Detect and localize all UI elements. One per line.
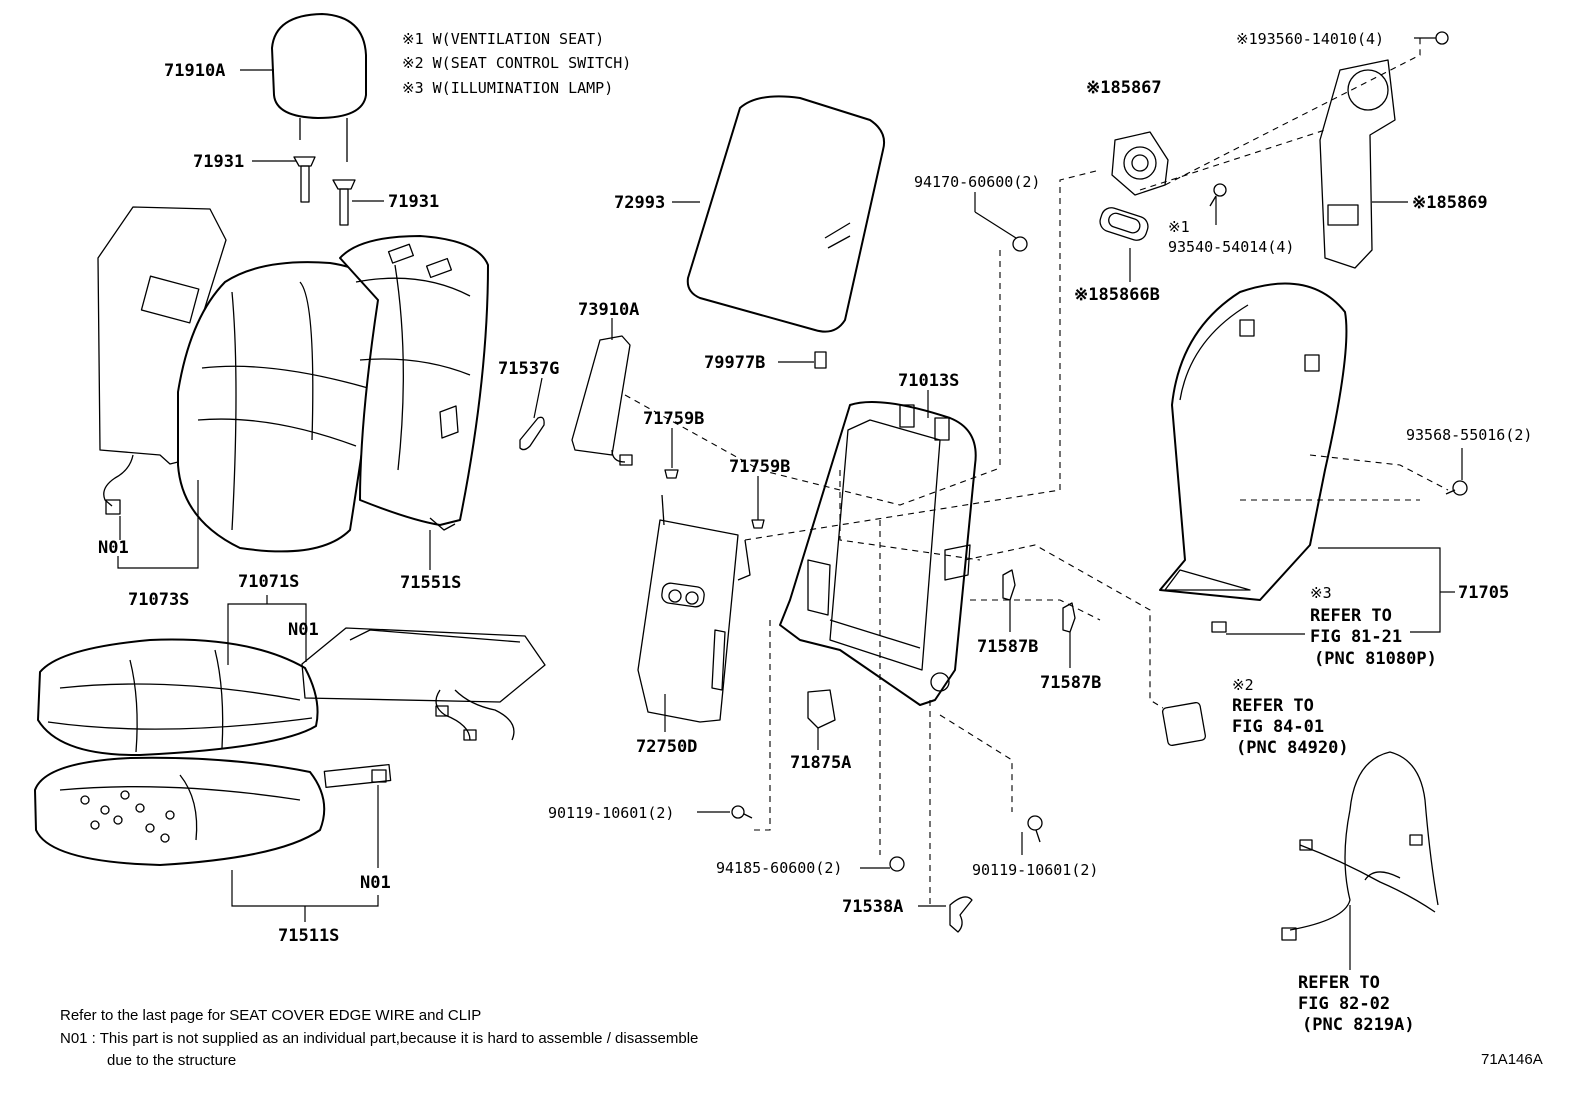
nut-shape <box>1012 236 1028 252</box>
clip-71587B-shape <box>1002 569 1016 601</box>
n01-label: N01 <box>288 620 319 640</box>
ref-refer-to: REFER TO <box>1310 606 1392 626</box>
seatback-cover-shape <box>339 235 489 531</box>
part-label-93568-55016[interactable]: 93568-55016(2) <box>1406 426 1532 444</box>
n01-label: N01 <box>98 538 129 558</box>
seat-heater-mat-shape <box>301 627 546 741</box>
ref-fig-82-02[interactable]: FIG 82-02 <box>1298 994 1390 1014</box>
assembly-dashed-lines <box>624 38 1449 905</box>
ref-refer-to: REFER TO <box>1232 696 1314 716</box>
trim-clip-shape <box>519 416 545 451</box>
leader-lines <box>117 37 1463 970</box>
bolt-shape <box>1445 480 1468 496</box>
part-label-72993[interactable]: 72993 <box>614 193 665 213</box>
part-label-71931[interactable]: 71931 <box>388 192 439 212</box>
seatback-back-panel-shape <box>1159 282 1348 633</box>
part-label-71931[interactable]: 71931 <box>193 152 244 172</box>
headrest-shape <box>271 13 367 162</box>
note-n01-structure: due to the structure <box>107 1052 236 1069</box>
bolt-shape <box>1027 815 1043 843</box>
ref-refer-to: REFER TO <box>1298 973 1380 993</box>
legend-seat-control-switch: ※2 W(SEAT CONTROL SWITCH) <box>402 54 631 72</box>
ref-illumination-mark: ※3 <box>1310 584 1332 602</box>
part-label-73910A[interactable]: 73910A <box>578 300 639 320</box>
legend-ventilation-seat: ※1 W(VENTILATION SEAT) <box>402 30 604 48</box>
bracket-71875A-shape <box>807 689 836 729</box>
part-label-71551S[interactable]: 71551S <box>400 573 461 593</box>
part-label-71759B[interactable]: 71759B <box>643 409 704 429</box>
ref-switch-mark: ※2 <box>1232 676 1254 694</box>
part-label-71587B[interactable]: 71587B <box>977 637 1038 657</box>
ref-fig-81-21[interactable]: FIG 81-21 <box>1310 627 1402 647</box>
part-label-71910A[interactable]: 71910A <box>164 61 225 81</box>
part-label-90119-10601[interactable]: 90119-10601(2) <box>548 804 674 822</box>
part-label-71875A[interactable]: 71875A <box>790 753 851 773</box>
ref-pnc-81080p: (PNC 81080P) <box>1314 649 1437 669</box>
part-label-94185-60600[interactable]: 94185-60600(2) <box>716 859 842 877</box>
seat-switch-shape <box>1161 701 1207 747</box>
part-label-93540-54014[interactable]: 93540-54014(4) <box>1168 238 1294 256</box>
part-label-71759B[interactable]: 71759B <box>729 457 790 477</box>
part-label-185869[interactable]: ※185869 <box>1412 193 1488 213</box>
clip-79977B-shape <box>814 351 827 369</box>
part-label-71071S[interactable]: 71071S <box>238 572 299 592</box>
part-label-71013S[interactable]: 71013S <box>898 371 959 391</box>
seat-cushion-cover-shape <box>37 638 319 757</box>
bolt-shape <box>1209 183 1227 207</box>
note-seat-cover-edge-wire: Refer to the last page for SEAT COVER ED… <box>60 1007 481 1024</box>
seatback-board-shape <box>686 95 886 333</box>
note-n01-not-supplied: N01 : This part is not supplied as an in… <box>60 1030 698 1047</box>
clip-71587B-shape <box>1062 602 1076 633</box>
ventilation-fan-shape <box>1111 131 1169 196</box>
ref-fig-84-01[interactable]: FIG 84-01 <box>1232 717 1324 737</box>
part-label-71073S[interactable]: 71073S <box>128 590 189 610</box>
part-label-94170-60600[interactable]: 94170-60600(2) <box>914 173 1040 191</box>
part-label-71537G[interactable]: 71537G <box>498 359 559 379</box>
side-panel-shape <box>571 335 633 466</box>
clip-71759B-shape <box>664 469 679 479</box>
ref-pnc-8219a: (PNC 8219A) <box>1302 1015 1415 1035</box>
part-label-72750D[interactable]: 72750D <box>636 737 697 757</box>
bolt-shape <box>731 805 753 819</box>
seatback-pad-shape <box>177 261 383 553</box>
part-label-71538A[interactable]: 71538A <box>842 897 903 917</box>
lumbar-support-shape <box>637 494 751 723</box>
screw-shape <box>1435 31 1449 45</box>
part-label-71705[interactable]: 71705 <box>1458 583 1509 603</box>
part-label-90119-10601[interactable]: 90119-10601(2) <box>972 861 1098 879</box>
clip-71759B-shape <box>751 519 765 529</box>
gasket-shape <box>1099 207 1149 241</box>
headrest-support-shape <box>332 179 356 226</box>
part-label-185866B[interactable]: ※185866B <box>1074 285 1160 305</box>
part-label-79977B[interactable]: 79977B <box>704 353 765 373</box>
ref-pnc-84920: (PNC 84920) <box>1236 738 1349 758</box>
seat-frame-shape <box>779 401 977 706</box>
nut-shape <box>889 856 905 872</box>
part-label-185867[interactable]: ※185867 <box>1086 78 1162 98</box>
hook-71538A-shape <box>949 896 973 933</box>
legend-illumination-lamp: ※3 W(ILLUMINATION LAMP) <box>402 79 613 97</box>
seat-cushion-pad-shape <box>34 756 326 866</box>
part-label-71587B[interactable]: 71587B <box>1040 673 1101 693</box>
ventilation-duct-shape <box>1319 59 1396 269</box>
headrest-support-shape <box>293 156 316 203</box>
ventilation-seat-mark: ※1 <box>1168 218 1190 236</box>
wire-harness-shape <box>1281 751 1439 941</box>
n01-label: N01 <box>360 873 391 893</box>
part-label-193560-14010[interactable]: ※193560-14010(4) <box>1236 30 1384 48</box>
figure-id: 71A146A <box>1481 1051 1543 1068</box>
part-label-71511S[interactable]: 71511S <box>278 926 339 946</box>
cushion-side-part-shape <box>323 763 392 788</box>
